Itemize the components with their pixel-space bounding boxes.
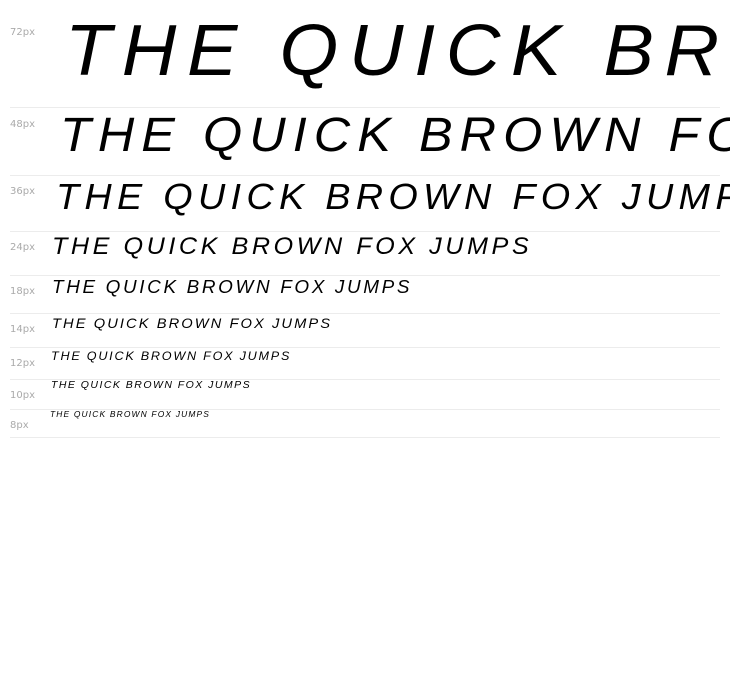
sample-text: THE QUICK BROWN FOX JUMPS	[50, 410, 211, 419]
size-label: 48px	[10, 119, 35, 130]
specimen-row: 36px THE QUICK BROWN FOX JUMPS	[10, 175, 730, 232]
sample-text: THE QUICK BROWN FOX JUMPS	[52, 233, 533, 260]
size-label: 36px	[10, 186, 35, 197]
size-label: 12px	[10, 358, 35, 369]
specimen-row: 8px THE QUICK BROWN FOX JUMPS	[10, 409, 720, 438]
size-label: 8px	[10, 420, 29, 431]
sample-text: THE QUICK BROWN FOX JUMPS	[60, 109, 730, 162]
sample-text: THE QUICK BROWN FOX JUMPS	[51, 380, 252, 391]
specimen-row: 18px THE QUICK BROWN FOX JUMPS	[10, 275, 720, 314]
size-label: 14px	[10, 324, 35, 335]
specimen-row: 48px THE QUICK BROWN FOX JUMPS	[10, 107, 730, 176]
sample-text: THE QUICK BROWN FOX JUMPS	[56, 176, 730, 217]
sample-text: THE QUICK BROWN FOX JUMPS	[52, 315, 333, 331]
specimen-row: 10px THE QUICK BROWN FOX JUMPS	[10, 379, 720, 410]
specimen-row: 24px THE QUICK BROWN FOX JUMPS	[10, 231, 720, 276]
size-label: 24px	[10, 242, 35, 253]
sample-text: THE QUICK BROWN FOX JUMPS	[52, 277, 413, 297]
specimen-row: 12px THE QUICK BROWN FOX JUMPS	[10, 347, 720, 380]
sample-text: THE QUICK BROWN FOX JUMPS	[65, 11, 730, 91]
specimen-row: 14px THE QUICK BROWN FOX JUMPS	[10, 313, 720, 348]
size-label: 72px	[10, 27, 35, 38]
specimen-row: 72px THE QUICK BROWN FOX JUMPS	[10, 0, 730, 108]
size-label: 10px	[10, 390, 35, 401]
sample-text: THE QUICK BROWN FOX JUMPS	[51, 349, 292, 363]
size-label: 18px	[10, 286, 35, 297]
